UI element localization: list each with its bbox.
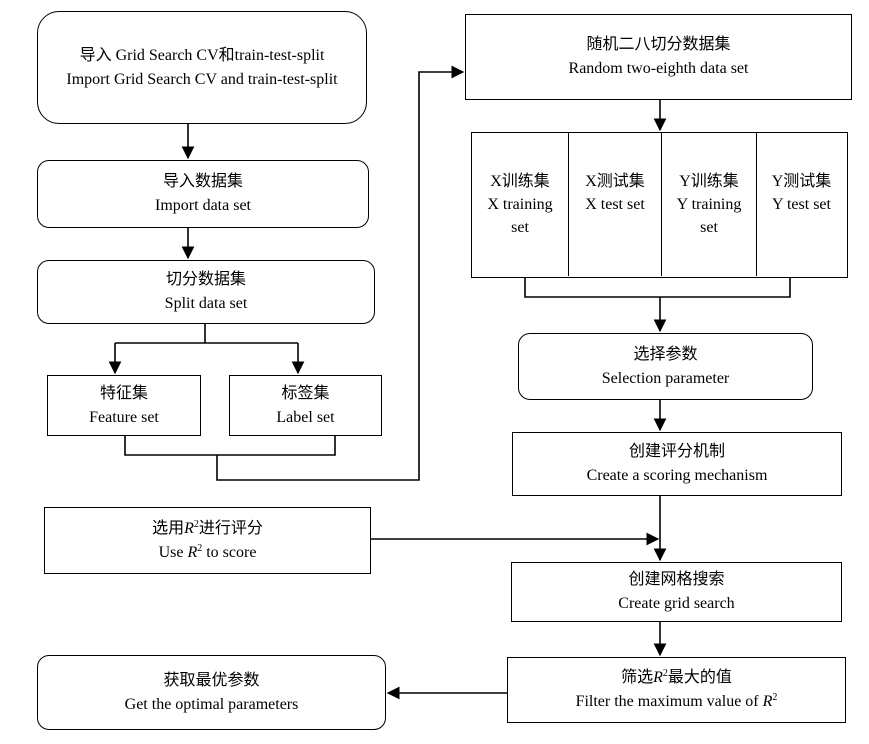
- y-training-zh: Y训练集: [679, 173, 739, 190]
- y-test-set-cell: Y测试集 Y test set: [757, 133, 846, 276]
- y-training-set-cell: Y训练集 Y training set: [662, 133, 757, 276]
- import-grid-search-node: 导入 Grid Search CV和train-test-split Impor…: [37, 11, 367, 124]
- grid-search-en: Create grid search: [618, 595, 735, 612]
- split-data-node: 切分数据集 Split data set: [37, 260, 375, 324]
- filter-max-r2-en: Filter the maximum value of R2: [575, 692, 778, 711]
- filter-max-r2-node: 筛选R2最大的值 Filter the maximum value of R2: [507, 657, 846, 723]
- scoring-mechanism-en: Create a scoring mechanism: [586, 467, 768, 484]
- feature-set-node: 特征集 Feature set: [47, 375, 201, 436]
- import-grid-search-en: Import Grid Search CV and train-test-spl…: [66, 70, 338, 88]
- y-training-en-line2: set: [700, 219, 718, 236]
- random-split-en: Random two-eighth data set: [568, 60, 749, 77]
- y-training-en-line1: Y training: [676, 196, 742, 213]
- use-r2-node: 选用R2进行评分 Use R2 to score: [44, 507, 371, 574]
- scoring-mechanism-node: 创建评分机制 Create a scoring mechanism: [512, 432, 842, 496]
- import-data-en: Import data set: [155, 197, 251, 214]
- scoring-mechanism-zh: 创建评分机制: [628, 443, 725, 460]
- x-test-set-cell: X测试集 X test set: [569, 133, 662, 276]
- x-test-zh: X测试集: [585, 173, 645, 190]
- selection-parameter-zh: 选择参数: [633, 345, 698, 363]
- label-set-en: Label set: [276, 408, 335, 426]
- grid-search-node: 创建网格搜索 Create grid search: [511, 562, 842, 622]
- x-training-en-line2: set: [511, 219, 529, 236]
- label-set-zh: 标签集: [281, 384, 330, 402]
- import-grid-search-zh: 导入 Grid Search CV和train-test-split: [79, 46, 325, 64]
- arrow-sets-to-random: [216, 65, 465, 481]
- split-data-zh: 切分数据集: [165, 271, 246, 288]
- selection-parameter-node: 选择参数 Selection parameter: [518, 333, 813, 400]
- import-data-zh: 导入数据集: [162, 173, 243, 190]
- x-training-set-cell: X训练集 X training set: [472, 133, 569, 276]
- optimal-parameters-zh: 获取最优参数: [163, 671, 260, 689]
- random-split-node: 随机二八切分数据集 Random two-eighth data set: [465, 14, 852, 100]
- x-training-en-line1: X training: [487, 196, 553, 213]
- optimal-parameters-en: Get the optimal parameters: [124, 695, 299, 713]
- use-r2-zh: 选用R2进行评分: [152, 518, 263, 537]
- split-data-en: Split data set: [164, 295, 248, 312]
- connector-subsets-merge: [524, 278, 791, 298]
- y-test-zh: Y测试集: [771, 173, 832, 190]
- label-set-node: 标签集 Label set: [229, 375, 382, 436]
- feature-set-en: Feature set: [89, 408, 159, 426]
- random-split-zh: 随机二八切分数据集: [586, 36, 731, 53]
- grid-search-zh: 创建网格搜索: [628, 571, 725, 588]
- use-r2-en: Use R2 to score: [158, 542, 257, 561]
- selection-parameter-en: Selection parameter: [601, 369, 730, 387]
- x-training-zh: X训练集: [490, 173, 550, 190]
- connector-sets-merge: [124, 436, 336, 456]
- feature-set-zh: 特征集: [99, 384, 148, 402]
- optimal-parameters-node: 获取最优参数 Get the optimal parameters: [37, 655, 386, 730]
- x-test-en: X test set: [585, 196, 645, 213]
- filter-max-r2-zh: 筛选R2最大的值: [621, 668, 732, 687]
- y-test-en: Y test set: [772, 196, 831, 213]
- subsets-node: X训练集 X training set X测试集 X test set Y训练集…: [471, 132, 848, 278]
- import-data-node: 导入数据集 Import data set: [37, 160, 369, 228]
